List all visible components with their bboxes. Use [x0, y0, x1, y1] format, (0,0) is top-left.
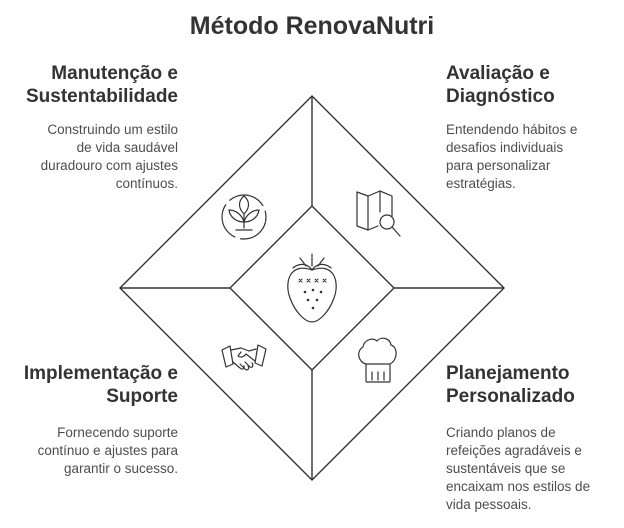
- description-line: estratégias.: [446, 176, 516, 191]
- chef-hat-icon: [358, 337, 397, 383]
- description-line: Construindo um estilo: [47, 122, 178, 137]
- description-line: Fornecendo suporte: [57, 425, 178, 440]
- planning-description: Criando planos de refeições agradáveis e…: [446, 424, 618, 514]
- inner-diamond: [229, 205, 395, 371]
- sprout-icon: [221, 194, 267, 240]
- page-title: Método RenovaNutri: [189, 12, 435, 40]
- description-line: encaixam nos estilos de: [446, 479, 591, 494]
- description-line: para personalizar: [446, 158, 551, 173]
- heading-line: Personalizado: [446, 386, 575, 407]
- description-line: desafios individuais: [446, 140, 564, 155]
- handshake-icon: [221, 344, 267, 371]
- strawberry-icon: [287, 253, 337, 323]
- description-line: Entendendo hábitos e: [446, 122, 578, 137]
- implementation-description: Fornecendo suporte contínuo e ajustes pa…: [0, 424, 178, 478]
- description-line: contínuo e ajustes para: [37, 443, 178, 458]
- description-line: de vida saudável: [76, 140, 178, 155]
- heading-line: Implementação e: [23, 363, 178, 384]
- description-line: Criando planos de: [446, 425, 556, 440]
- description-line: sustentáveis que se: [446, 461, 566, 476]
- heading-line: Sustentabilidade: [25, 86, 178, 107]
- heading-line: Avaliação e: [446, 63, 550, 84]
- description-line: garantir o sucesso.: [63, 461, 178, 476]
- assessment-heading: Avaliação e Diagnóstico: [446, 62, 616, 108]
- heading-line: Diagnóstico: [446, 86, 555, 107]
- description-line: duradouro com ajustes: [40, 158, 178, 173]
- heading-line: Suporte: [106, 386, 178, 407]
- map-search-icon: [356, 190, 401, 237]
- description-line: vida pessoais.: [446, 497, 532, 512]
- planning-heading: Planejamento Personalizado: [446, 362, 616, 408]
- assessment-description: Entendendo hábitos e desafios individuai…: [446, 121, 616, 193]
- heading-line: Manutenção e: [51, 63, 178, 84]
- heading-line: Planejamento: [446, 363, 570, 384]
- description-line: refeições agradáveis e: [446, 443, 582, 458]
- maintenance-heading: Manutenção e Sustentabilidade: [0, 62, 178, 108]
- description-line: contínuos.: [115, 176, 178, 191]
- maintenance-description: Construindo um estilo de vida saudável d…: [0, 121, 178, 193]
- implementation-heading: Implementação e Suporte: [0, 362, 178, 408]
